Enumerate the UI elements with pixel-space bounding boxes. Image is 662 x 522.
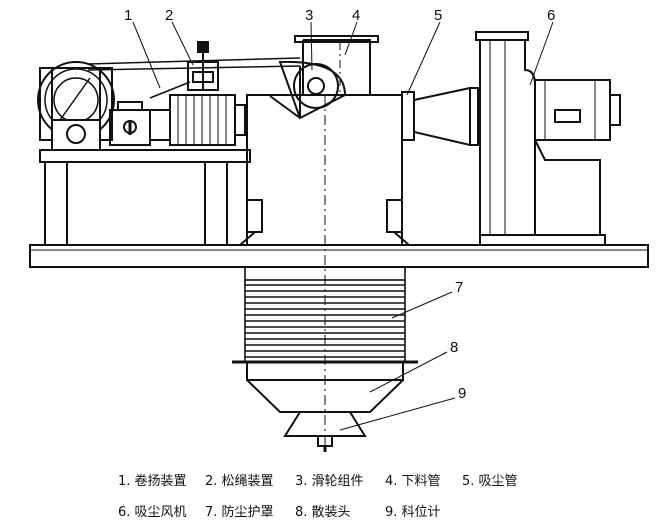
dust-suction-fan [475, 31, 621, 246]
winch-device [37, 61, 251, 246]
legend-item-4: 4. 下料管 [385, 474, 441, 489]
callout-4: 4 [352, 7, 360, 24]
legend-item-5: 5. 吸尘管 [462, 474, 518, 489]
dust-suction-pipe [401, 86, 479, 147]
callout-leaders [132, 21, 554, 431]
dry-bulk-loader-diagram: 1 2 3 4 5 6 7 8 9 [29, 7, 649, 455]
legend-item-3: 3. 滑轮组件 [295, 474, 364, 489]
rope [87, 57, 301, 99]
callout-6: 6 [547, 7, 555, 24]
feed-pipe [302, 39, 371, 95]
callout-numbers: 1 2 3 4 5 6 7 8 9 [124, 7, 555, 402]
pulley-assembly [269, 60, 347, 120]
legend-item-2: 2. 松绳装置 [205, 474, 274, 489]
legend-item-7: 7. 防尘护罩 [205, 505, 274, 520]
callout-2: 2 [165, 7, 173, 24]
legend-item-8: 8. 散装头 [295, 505, 351, 520]
callout-5: 5 [434, 7, 442, 24]
slack-rope-device [187, 41, 219, 91]
legend-item-6: 6. 吸尘风机 [118, 505, 187, 520]
callout-7: 7 [455, 279, 463, 296]
callout-1: 1 [124, 7, 132, 24]
callout-3: 3 [305, 7, 313, 24]
base-platform [29, 244, 649, 268]
legend-item-9: 9. 科位计 [385, 505, 441, 520]
callout-9: 9 [458, 385, 466, 402]
callout-8: 8 [450, 339, 458, 356]
legend-item-1: 1. 卷扬装置 [118, 474, 187, 489]
